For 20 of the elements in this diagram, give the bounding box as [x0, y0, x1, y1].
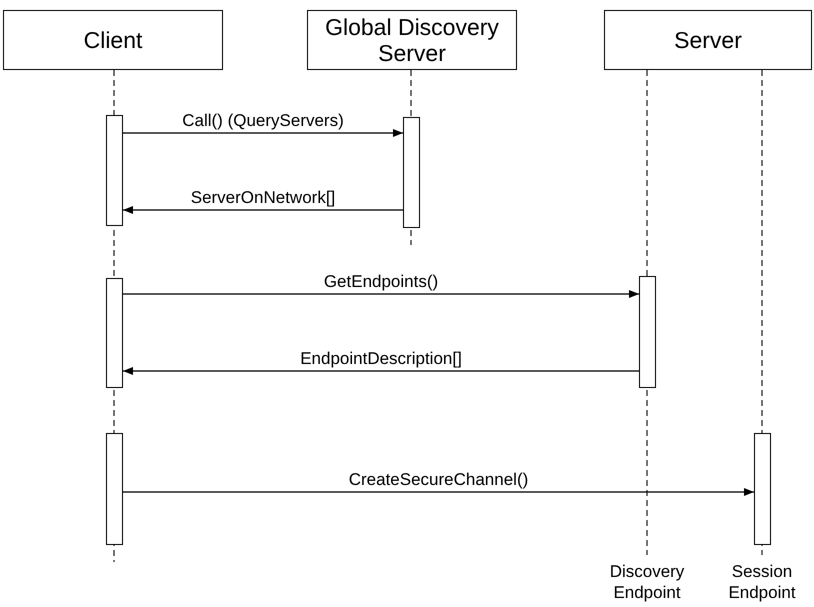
activation-bar	[403, 117, 420, 228]
message-arrow	[123, 206, 403, 214]
activation-bar	[106, 278, 123, 388]
message-arrow	[123, 367, 639, 375]
lifeline-label: Session Endpoint	[727, 561, 797, 604]
activation-bar	[754, 433, 771, 545]
message-label: GetEndpoints()	[322, 272, 440, 292]
message-arrow	[123, 488, 754, 496]
activation-bar	[106, 433, 123, 545]
message-arrow	[123, 129, 403, 137]
message-label: Call() (QueryServers)	[180, 111, 346, 131]
participant-box: Global Discovery Server	[307, 10, 517, 70]
message-arrow	[123, 290, 639, 298]
message-label: CreateSecureChannel()	[346, 470, 530, 490]
participant-box: Server	[604, 10, 812, 70]
lifeline-label: Discovery Endpoint	[608, 561, 686, 604]
message-label: ServerOnNetwork[]	[188, 188, 338, 208]
activation-bar	[106, 115, 123, 226]
activation-bar	[639, 276, 656, 388]
participant-box: Client	[3, 10, 223, 70]
